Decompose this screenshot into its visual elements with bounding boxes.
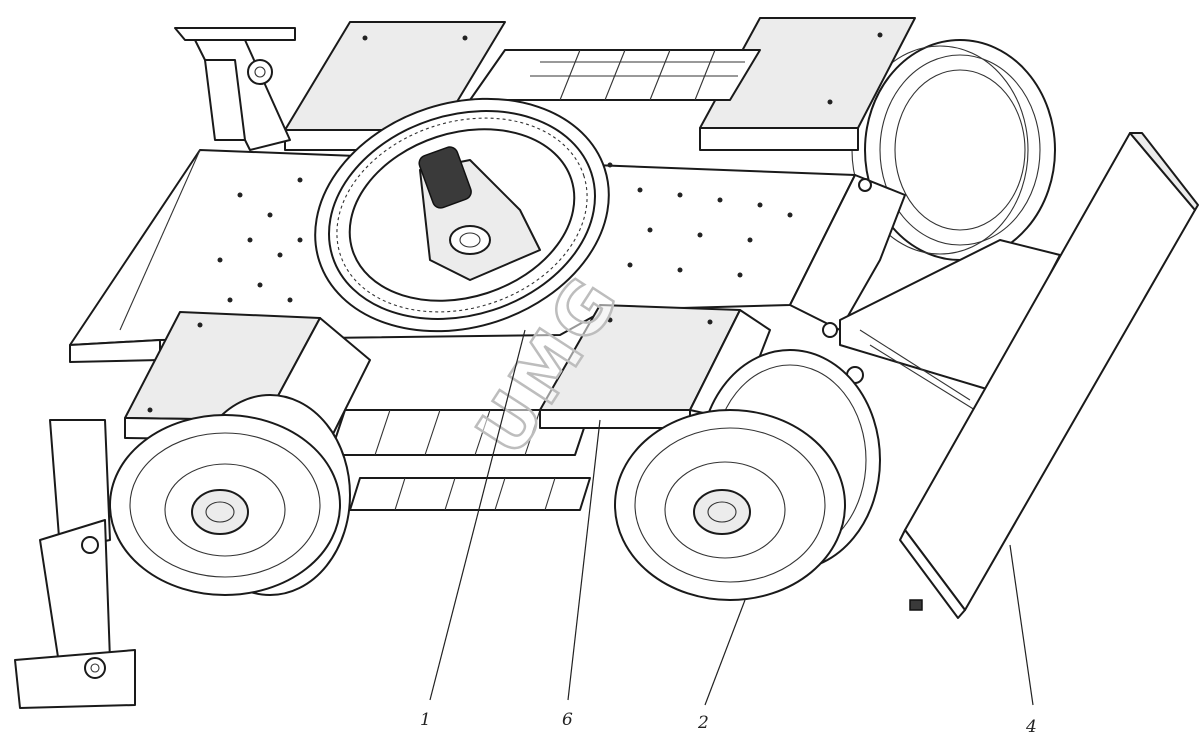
leader-2 bbox=[704, 599, 746, 706]
front-wheel-right bbox=[614, 349, 881, 601]
deck-bolt-holes bbox=[217, 162, 793, 303]
leader-1 bbox=[429, 329, 526, 701]
callout-4: 4 bbox=[1025, 717, 1037, 737]
push-blade bbox=[899, 132, 1199, 619]
leader-4 bbox=[1009, 544, 1034, 706]
callout-labels: 1 6 2 4 bbox=[420, 710, 1037, 737]
callout-1: 1 bbox=[420, 710, 431, 730]
callout-2: 2 bbox=[697, 713, 709, 733]
rear-wheel-set bbox=[851, 39, 1056, 261]
leader-6 bbox=[567, 419, 601, 701]
front-mudguard-right bbox=[539, 304, 771, 429]
rear-cross-member bbox=[469, 49, 761, 101]
rear-outrigger bbox=[174, 27, 296, 151]
rear-mudguard-right bbox=[699, 17, 916, 151]
front-cross-member bbox=[329, 409, 591, 511]
callout-6: 6 bbox=[562, 710, 573, 730]
front-wheel-left bbox=[109, 394, 351, 596]
front-outrigger bbox=[14, 419, 136, 709]
leader-lines bbox=[429, 329, 1034, 706]
slewing-ring bbox=[314, 97, 610, 333]
